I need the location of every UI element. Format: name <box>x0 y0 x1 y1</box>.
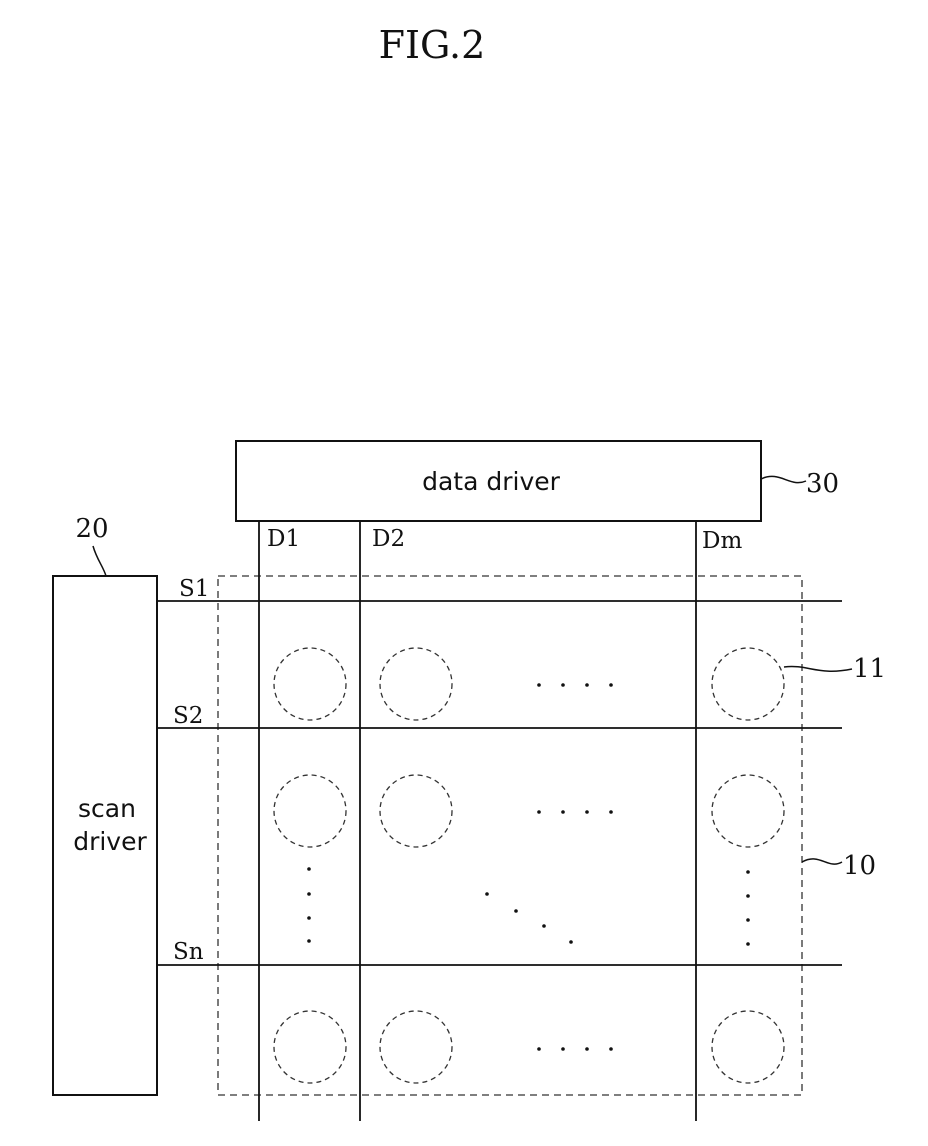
pixel-circle <box>274 775 346 847</box>
pixel-area-boundary <box>218 576 802 1095</box>
ref-11-leader <box>784 667 852 672</box>
ref-20-leader <box>93 546 106 576</box>
pixel-circle <box>380 775 452 847</box>
data-line-label-dm: Dm <box>702 528 742 554</box>
pixel-circle <box>274 648 346 720</box>
scan-driver-label-line2: driver <box>73 827 147 856</box>
pixel-circle <box>274 1011 346 1083</box>
ref-11-label: 11 <box>853 654 886 684</box>
scan-line-label-sn: Sn <box>173 939 204 965</box>
pixel-circle <box>380 1011 452 1083</box>
pixel-circle <box>712 775 784 847</box>
pixel-circle <box>712 1011 784 1083</box>
ref-20-label: 20 <box>75 514 108 544</box>
pixel-circle <box>380 648 452 720</box>
ref-10-leader <box>802 859 842 864</box>
scan-line-label-s1: S1 <box>179 576 209 602</box>
pixel-circle <box>712 648 784 720</box>
ref-10-label: 10 <box>843 851 876 881</box>
figure-title: FIG.2 <box>379 23 486 67</box>
data-line-label-d2: D2 <box>372 526 405 552</box>
ref-30-label: 30 <box>806 469 839 499</box>
data-line-label-d1: D1 <box>267 526 300 552</box>
data-driver-label: data driver <box>422 467 561 496</box>
ref-30-leader <box>761 476 806 482</box>
scan-line-label-s2: S2 <box>173 703 203 729</box>
ellipsis-dots <box>307 683 750 1051</box>
scan-driver-label-line1: scan <box>78 794 136 823</box>
